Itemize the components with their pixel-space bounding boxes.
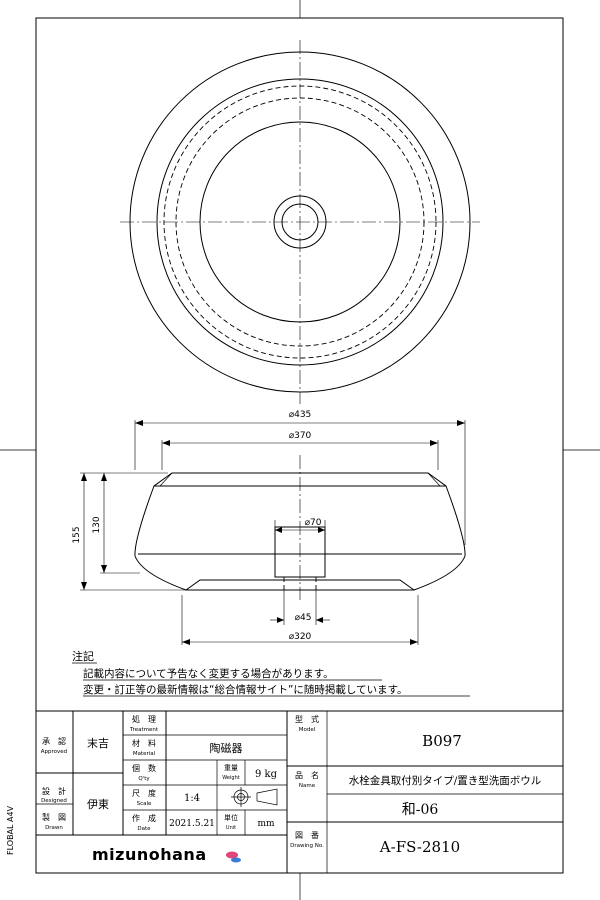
name-label-en: Name [299,783,316,789]
material-label: 材 料 [132,738,156,748]
material-label-en: Material [133,751,156,757]
designed-label: 設 計 [42,786,66,796]
drawn-label: 製 図 [42,812,66,822]
side-view [134,455,466,600]
dim-outer-dia: ⌀435 [289,410,312,420]
notes-line-2: 変更・訂正等の最新情報は“総合情報サイト”に随時掲載しています。 [83,683,408,696]
mizunohana-logo: mizunohana [92,845,241,864]
date-label: 作 成 [132,813,156,823]
dim-drain-dia: ⌀70 [305,518,322,528]
unit-label-en: Unit [226,825,236,831]
date-value: 2021.5.21 [169,819,215,829]
drawing-no-label: 図 番 [295,830,319,840]
approved-label: 承 認 [42,736,66,746]
weight-label-en: Weight [222,775,239,781]
weight-value: 9 kg [255,769,278,780]
unit-value: mm [257,819,275,829]
dim-foot-inner-dia: ⌀45 [295,613,312,623]
foot-profile [185,579,415,591]
notes: 注記 記載内容について予告なく変更する場合があります。 変更・訂正等の最新情報は… [72,649,470,697]
designer-name: 伊東 [87,798,109,811]
approved-label-en: Approved [41,749,67,755]
projection-symbol-icon [231,787,278,807]
drawing-no-value: A-FS-2810 [379,838,460,856]
approved-name: 末吉 [87,736,109,750]
notes-line-1: 記載内容について予告なく変更する場合があります。 [83,667,334,680]
name-label: 品 名 [295,770,319,780]
dimension-labels: ⌀435 ⌀370 ⌀70 ⌀45 ⌀320 155 130 [72,410,322,642]
unit-label: 単位 [224,813,238,822]
drain-hidden [283,577,317,590]
top-view [120,40,480,404]
product-series: 和-06 [402,802,439,818]
treatment-label-en: Treatment [129,727,159,733]
dim-inner-dia: ⌀370 [289,431,312,441]
sheet-border [35,17,564,874]
title-block [35,710,564,874]
title-block-labels: 承 認 Approved 末吉 設 計 Designed 製 図 Drawn 伊… [41,714,541,856]
treatment-label: 処 理 [132,714,156,724]
product-name: 水栓金具取付別タイプ/置き型洗面ボウル [349,774,542,787]
scale-label-en: Scale [137,801,152,807]
scale-label: 尺 度 [132,788,156,798]
drawing-no-label-en: Drawing No. [290,843,324,849]
dim-height-total: 155 [72,526,82,543]
logo-flower-icon [226,851,238,859]
dim-foot-dia: ⌀320 [289,632,312,642]
designed-label-en: Designed [41,798,67,804]
qty-label-en: Q'ty [138,776,150,782]
dimensions [80,420,466,645]
weight-label: 重量 [224,764,238,772]
drawn-label-en: Drawn [45,825,63,831]
logo-text: mizunohana [92,845,207,864]
qty-label: 個 数 [132,763,156,773]
model-label-en: Model [299,727,316,733]
model-label: 型 式 [295,714,319,724]
material-value: 陶磁器 [210,741,243,755]
notes-title: 注記 [72,649,94,663]
model-value: B097 [422,732,462,750]
scale-value: 1:4 [184,793,200,804]
dim-height-bowl: 130 [92,516,102,533]
date-label-en: Date [137,826,151,832]
